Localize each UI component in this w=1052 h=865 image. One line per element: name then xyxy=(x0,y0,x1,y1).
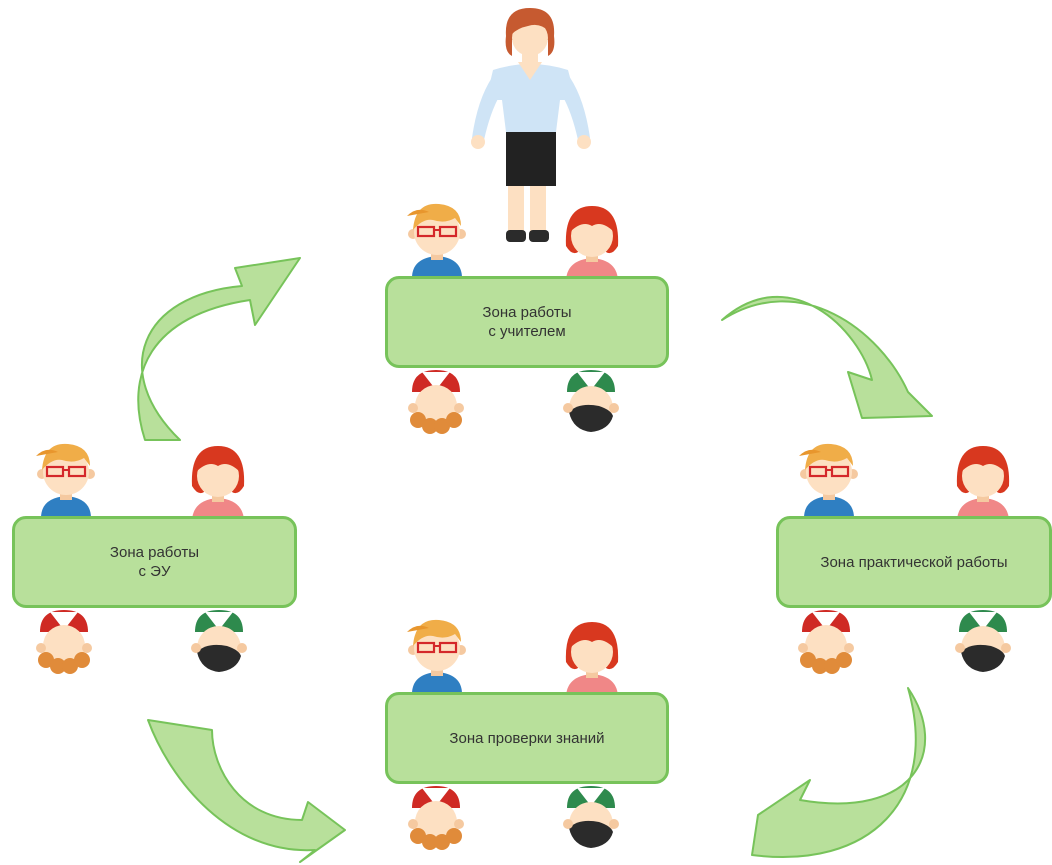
cycle-arrows xyxy=(137,257,933,863)
student-boy-dark xyxy=(563,786,619,848)
student-boy-glasses xyxy=(405,618,468,696)
zone-teacher-line1: Зона работы xyxy=(482,304,572,321)
student-girl xyxy=(565,206,619,282)
student-boy-dark xyxy=(955,610,1011,672)
student-girl xyxy=(956,446,1010,522)
arrow-bottom-right xyxy=(751,687,926,858)
student-boy-curly xyxy=(798,610,854,674)
zone-check: Зона проверки знаний xyxy=(385,692,669,784)
student-boy-curly xyxy=(408,786,464,850)
zone-practical-label: Зона практической работы xyxy=(820,553,1008,571)
student-girl xyxy=(191,446,245,522)
student-boy-glasses xyxy=(797,442,860,520)
arrow-top-left xyxy=(137,257,301,441)
student-girl xyxy=(565,622,619,698)
zone-practical: Зона практической работы xyxy=(776,516,1052,608)
zone-eu-line1: Зона работы xyxy=(109,544,200,561)
student-boy-dark xyxy=(191,610,247,672)
arrow-bottom-left xyxy=(147,719,346,863)
student-boy-glasses xyxy=(34,442,97,520)
student-boy-dark xyxy=(563,370,619,432)
zone-check-label: Зона проверки знаний xyxy=(449,729,605,747)
zone-eu-line2: с ЭУ xyxy=(138,563,171,580)
teacher-figure xyxy=(471,8,591,242)
zone-teacher: Зона работы с учителем xyxy=(385,276,669,368)
student-boy-glasses xyxy=(405,202,468,280)
arrow-top-right xyxy=(721,296,933,419)
student-boy-curly xyxy=(36,610,92,674)
student-boy-curly xyxy=(408,370,464,434)
zone-eu: Зона работы с ЭУ xyxy=(12,516,297,608)
zone-teacher-line2: с учителем xyxy=(488,323,566,340)
